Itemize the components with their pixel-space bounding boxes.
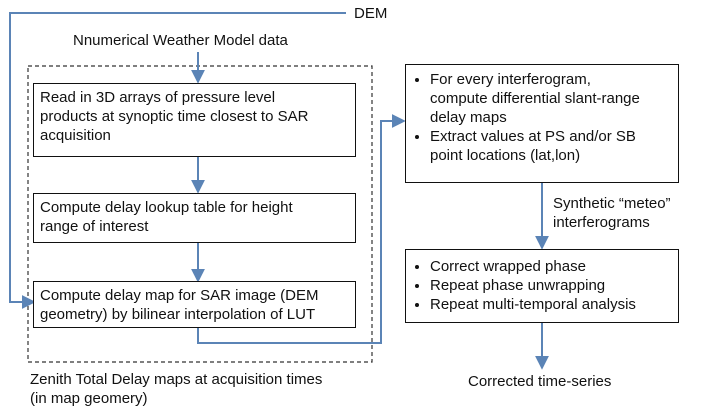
nwm-label: Nnumerical Weather Model data [73,32,288,49]
bullet-2-line-1: Extract values at PS and/or SB [430,128,636,145]
dashed-group-frame [27,65,373,363]
lookup-table-box: Compute delay lookup table for height ra… [33,193,356,243]
read-arrays-line-3: acquisition [40,127,111,144]
delay-map-line-1: Compute delay map for SAR image (DEM [40,287,319,304]
synthetic-meteo-label: Synthetic “meteo” interferograms [553,194,671,232]
bullet-1-line-2: compute differential slant-range [430,90,640,107]
ztd-caption-line-2: (in map geomery) [30,390,148,407]
dem-label: DEM [354,5,388,22]
correction-box: Correct wrapped phase Repeat phase unwra… [405,249,679,323]
bullet-2-line-2: point locations (lat,lon) [430,147,581,164]
read-arrays-box: Read in 3D arrays of pressure level prod… [33,83,356,157]
interferogram-box: For every interferogram, compute differe… [405,64,679,183]
correction-bullets: Correct wrapped phase Repeat phase unwra… [412,257,672,314]
lookup-line-1: Compute delay lookup table for height [40,199,293,216]
ztd-caption: Zenith Total Delay maps at acquisition t… [30,370,322,408]
bullet-item: For every interferogram, compute differe… [430,70,672,127]
dem-connector [9,12,346,309]
bullet-item: Repeat multi-temporal analysis [430,295,672,314]
bullet-1-line-1: For every interferogram, [430,71,591,88]
delay-map-line-2: geometry) by bilinear interpolation of L… [40,306,316,323]
bullet-item: Repeat phase unwrapping [430,276,672,295]
interferogram-bullets: For every interferogram, compute differe… [412,70,672,165]
bullet-item: Extract values at PS and/or SB point loc… [430,127,672,165]
bullet-1-line-3: delay maps [430,109,507,126]
corrected-time-series-label: Corrected time-series [468,373,612,390]
synthetic-line-1: Synthetic “meteo” [553,195,671,212]
synthetic-line-2: interferograms [553,214,650,231]
ztd-caption-line-1: Zenith Total Delay maps at acquisition t… [30,371,323,388]
read-arrays-line-2: products at synoptic time closest to SAR [40,108,309,125]
delay-map-box: Compute delay map for SAR image (DEM geo… [33,281,356,328]
lookup-line-2: range of interest [40,218,149,235]
read-arrays-line-1: Read in 3D arrays of pressure level [40,89,276,106]
bullet-item: Correct wrapped phase [430,257,672,276]
delaymap-to-interferogram-arrow [197,114,406,344]
